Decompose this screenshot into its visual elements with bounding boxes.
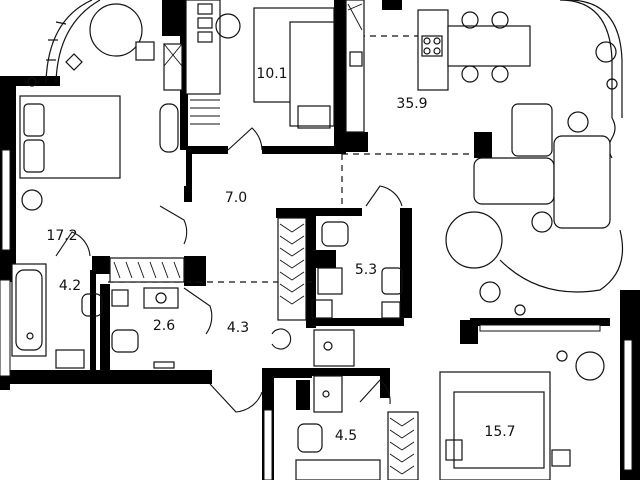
kitchen-block — [345, 0, 618, 133]
area-hall: 7.0 — [225, 190, 247, 206]
area-bedroom-right: 15.7 — [484, 424, 515, 440]
wc-fixtures — [111, 287, 179, 369]
area-wc: 2.6 — [153, 318, 175, 334]
area-bath-left: 4.2 — [59, 278, 81, 294]
left-bedroom-furniture — [19, 3, 183, 211]
kids-room-furniture — [185, 0, 335, 129]
living-furniture — [445, 103, 624, 381]
area-bath-right: 4.5 — [335, 428, 357, 444]
doors — [55, 127, 403, 413]
curved-window-wall — [45, 0, 101, 83]
area-labels: 17.2 4.2 2.6 10.1 7.0 4.3 5.3 35.9 4.5 1… — [46, 66, 515, 444]
right-bedroom-furniture — [439, 371, 571, 480]
left-bathroom — [11, 263, 103, 369]
laundry-fixtures — [311, 221, 403, 367]
area-kids-room: 10.1 — [256, 66, 287, 82]
area-bedroom-left: 17.2 — [46, 228, 77, 244]
area-living-kitchen: 35.9 — [396, 96, 427, 112]
hall-closets — [109, 217, 307, 321]
area-corridor: 4.3 — [227, 320, 249, 336]
area-laundry: 5.3 — [355, 262, 377, 278]
right-bathroom — [295, 375, 419, 480]
windows — [0, 149, 633, 480]
